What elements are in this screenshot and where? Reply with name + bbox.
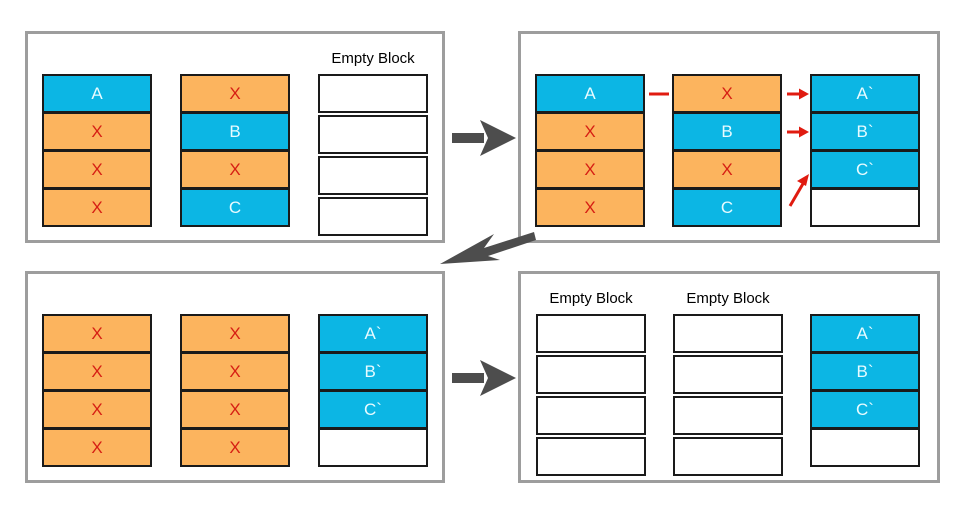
copy-c-arrow-shaft-icon	[788, 181, 806, 207]
cell-empty[interactable]	[536, 355, 646, 394]
cell-empty[interactable]	[673, 437, 783, 476]
cell-block[interactable]: X	[42, 112, 152, 151]
cell-empty[interactable]	[810, 428, 920, 467]
cell-block[interactable]: B`	[318, 352, 428, 391]
cell-block[interactable]: X	[180, 150, 290, 189]
cell-block[interactable]: B`	[810, 352, 920, 391]
cell-label: X	[91, 160, 103, 179]
cell-block[interactable]: A`	[810, 314, 920, 353]
cell-block[interactable]: X	[180, 390, 290, 429]
cell-block[interactable]: X	[42, 150, 152, 189]
cell-block[interactable]: X	[535, 188, 645, 227]
cell-block[interactable]: X	[42, 188, 152, 227]
cell-block[interactable]: C	[180, 188, 290, 227]
empty-block-label: Empty Block	[331, 50, 415, 67]
cell-empty[interactable]	[810, 188, 920, 227]
copy-c-arrow-head-icon	[797, 174, 809, 186]
cell-block[interactable]: X	[672, 150, 782, 189]
cell-label: X	[229, 84, 241, 103]
panel-step-3: X X X X X X X X A` B` C`	[25, 271, 445, 483]
cell-empty[interactable]	[673, 355, 783, 394]
cell-block[interactable]: A`	[318, 314, 428, 353]
cell-label: X	[91, 400, 103, 419]
cell-block[interactable]: A	[535, 74, 645, 113]
cell-label: X	[91, 362, 103, 381]
cell-label: C`	[364, 400, 382, 419]
cell-block[interactable]: X	[42, 428, 152, 467]
cell-empty[interactable]	[318, 197, 428, 236]
cell-block[interactable]: B	[672, 112, 782, 151]
cell-label: X	[229, 362, 241, 381]
cell-label: X	[229, 324, 241, 343]
cell-block[interactable]: A	[42, 74, 152, 113]
cell-empty[interactable]	[318, 115, 428, 154]
cell-label: X	[229, 438, 241, 457]
cell-empty[interactable]	[673, 314, 783, 353]
cell-label: X	[229, 400, 241, 419]
flow-arrow-left-icon	[440, 232, 536, 264]
cell-label: B	[229, 122, 241, 141]
cell-label: A	[91, 84, 103, 103]
cell-label: X	[91, 122, 103, 141]
cell-label: X	[91, 438, 103, 457]
cell-empty[interactable]	[318, 428, 428, 467]
cell-block[interactable]: X	[180, 428, 290, 467]
cell-label: B`	[364, 362, 382, 381]
cell-empty[interactable]	[536, 314, 646, 353]
flow-arrow-right-icon	[452, 360, 516, 396]
cell-block[interactable]: X	[42, 352, 152, 391]
cell-label: C	[228, 198, 242, 217]
cell-label: X	[91, 324, 103, 343]
cell-block[interactable]: B	[180, 112, 290, 151]
flow-arrow-right-icon	[452, 120, 516, 156]
cell-block[interactable]: C`	[810, 390, 920, 429]
cell-empty[interactable]	[318, 156, 428, 195]
cell-block[interactable]: X	[42, 390, 152, 429]
cell-block[interactable]: X	[180, 352, 290, 391]
cell-empty[interactable]	[673, 396, 783, 435]
cell-empty[interactable]	[318, 74, 428, 113]
cell-label: X	[91, 198, 103, 217]
cell-block[interactable]: C`	[318, 390, 428, 429]
cell-label: A`	[856, 324, 874, 343]
cell-block[interactable]: X	[180, 314, 290, 353]
copy-b-arrow-head-icon	[799, 126, 809, 138]
cell-label: X	[229, 160, 241, 179]
cell-empty[interactable]	[536, 437, 646, 476]
cell-label: C`	[856, 400, 874, 419]
panel-step-4: Empty Block Empty Block A` B` C`	[518, 271, 940, 483]
panel-step-1: A X X X X B X C Empty Block	[25, 31, 445, 243]
empty-block-label: Empty Block	[549, 290, 633, 307]
copy-a-arrow-head-icon	[799, 88, 809, 100]
cell-label: B`	[856, 362, 874, 381]
copy-annotations	[649, 88, 809, 207]
cell-block[interactable]: X	[42, 314, 152, 353]
cell-label: A`	[364, 324, 382, 343]
cell-empty[interactable]	[536, 396, 646, 435]
cell-block[interactable]: X	[180, 74, 290, 113]
empty-block-label: Empty Block	[686, 290, 770, 307]
panel-step-2: A X X X X B X C A` B` C`	[518, 31, 940, 243]
